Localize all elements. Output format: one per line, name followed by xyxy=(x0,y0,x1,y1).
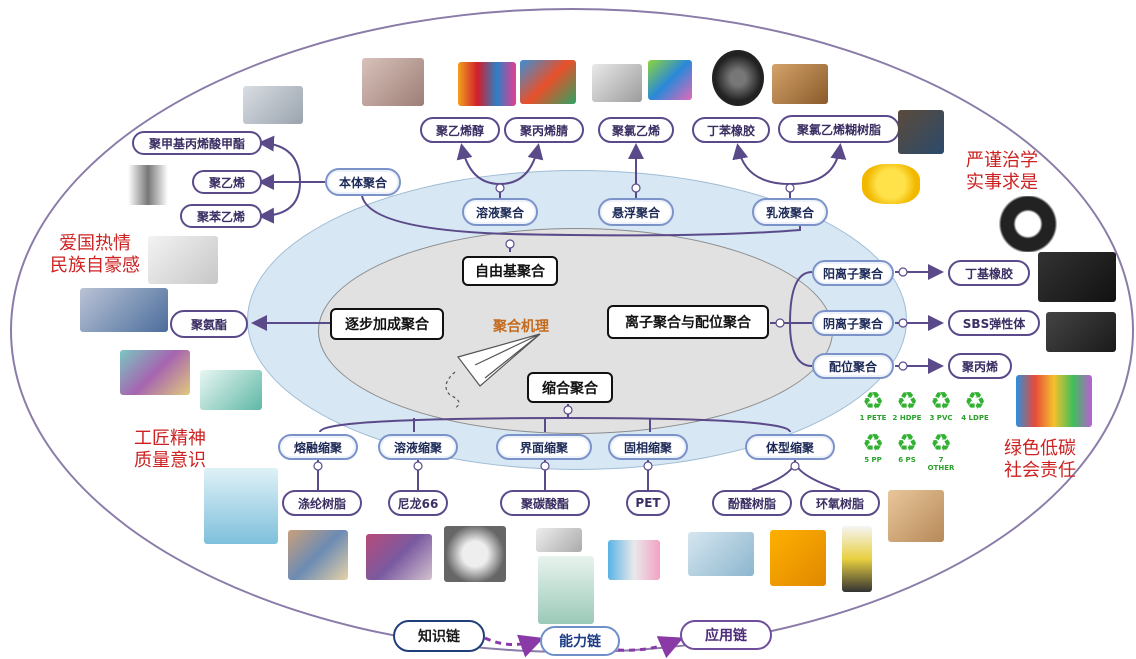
method-interfacial[interactable]: 界面缩聚 xyxy=(496,434,592,460)
epoxy-tube-image xyxy=(842,526,872,592)
product-iir[interactable]: 丁基橡胶 xyxy=(948,260,1030,286)
product-pva[interactable]: 聚乙烯醇 xyxy=(420,117,500,143)
recycle-label: 5 PP xyxy=(864,456,882,464)
free-radical-node[interactable]: 自由基聚合 xyxy=(462,256,558,286)
sbr-tire-image xyxy=(712,50,764,106)
epoxy-parts-image xyxy=(888,490,944,542)
product-pvc[interactable]: 聚氯乙烯 xyxy=(598,117,674,143)
pet-film-image xyxy=(608,540,660,580)
product-epoxy[interactable]: 环氧树脂 xyxy=(800,490,880,516)
recycle-icon: ♻ xyxy=(930,429,952,457)
value-green: 绿色低碳 社会责任 xyxy=(1004,438,1076,481)
recycle-icon: ♻ xyxy=(930,387,952,415)
recycle-label: 7 OTHER xyxy=(927,456,955,472)
value-rigor: 严谨治学 实事求是 xyxy=(966,150,1038,193)
method-cationic[interactable]: 阳离子聚合 xyxy=(812,260,894,286)
condensation-node[interactable]: 缩合聚合 xyxy=(527,372,613,403)
method-anionic[interactable]: 阴离子聚合 xyxy=(812,310,894,336)
recycle-code-5: ♻5 PP xyxy=(858,430,888,470)
method-solid-state[interactable]: 固相缩聚 xyxy=(608,434,688,460)
paper-plane-icon xyxy=(445,333,541,409)
product-pc[interactable]: 聚碳酸酯 xyxy=(500,490,590,516)
value-craftsmanship: 工匠精神 质量意识 xyxy=(134,428,206,471)
pan-yarn-image xyxy=(458,62,516,106)
product-nylon66[interactable]: 尼龙66 xyxy=(388,490,448,516)
pmma-sheet-image xyxy=(243,86,303,124)
recycle-label: 6 PS xyxy=(898,456,916,464)
recycle-icon: ♻ xyxy=(862,429,884,457)
product-pu[interactable]: 聚氨酯 xyxy=(170,310,248,338)
product-sbr[interactable]: 丁苯橡胶 xyxy=(692,117,770,143)
recycle-code-1: ♻1 PETE xyxy=(858,388,888,428)
method-bulk[interactable]: 本体聚合 xyxy=(325,168,401,196)
inner-tube-image xyxy=(988,196,1068,252)
method-solution[interactable]: 溶液聚合 xyxy=(462,198,538,226)
polyester-fabric-image xyxy=(288,530,348,580)
phenolic-panel-image xyxy=(770,530,826,586)
product-pan[interactable]: 聚丙烯腈 xyxy=(504,117,584,143)
recycle-code-6: ♻6 PS xyxy=(892,430,922,470)
product-pet[interactable]: PET xyxy=(626,490,670,516)
chain-application[interactable]: 应用链 xyxy=(680,620,772,650)
recycle-label: 3 PVC xyxy=(929,414,953,422)
sbr-sole-image xyxy=(772,64,828,104)
recycle-label: 4 LDPE xyxy=(961,414,989,422)
pu-foam-image xyxy=(80,288,168,332)
ps-foam-image xyxy=(148,236,218,284)
pp-cups-image xyxy=(1016,375,1092,427)
recycle-label: 1 PETE xyxy=(859,414,887,422)
pe-film-image xyxy=(128,165,168,205)
duck-toy-image xyxy=(862,164,920,204)
recycle-code-7: ♻7 OTHER xyxy=(926,429,956,472)
pvc-pipe-image xyxy=(592,64,642,102)
pva-fiber-image xyxy=(362,58,424,106)
pu-belt-image xyxy=(200,370,262,410)
chain-knowledge[interactable]: 知识链 xyxy=(393,620,485,652)
recycle-icon: ♻ xyxy=(896,387,918,415)
method-solution-poly[interactable]: 溶液缩聚 xyxy=(378,434,458,460)
rubber-roll-image xyxy=(1038,252,1116,302)
product-pp[interactable]: 聚丙烯 xyxy=(948,353,1012,379)
product-pvc-paste[interactable]: 聚氯乙烯糊树脂 xyxy=(778,115,900,143)
recycle-icon: ♻ xyxy=(896,429,918,457)
phenolic-board-image xyxy=(688,532,754,576)
pvc-toys-image xyxy=(648,60,692,100)
nylon-parts-image xyxy=(444,526,506,582)
method-suspension[interactable]: 悬浮聚合 xyxy=(598,198,674,226)
recycle-label: 2 HDPE xyxy=(892,414,922,422)
method-coordination[interactable]: 配位聚合 xyxy=(812,353,894,379)
pc-cup-image xyxy=(538,556,594,624)
method-emulsion[interactable]: 乳液聚合 xyxy=(752,198,828,226)
product-pmma[interactable]: 聚甲基丙烯酸甲酯 xyxy=(132,131,262,155)
product-sbs[interactable]: SBS弹性体 xyxy=(948,310,1040,336)
water-bottles-image xyxy=(204,468,278,544)
ionic-coordination-node[interactable]: 离子聚合与配位聚合 xyxy=(607,305,769,339)
pan-fabric-image xyxy=(520,60,576,104)
recycle-code-2: ♻2 HDPE xyxy=(892,388,922,428)
value-patriotism: 爱国热情 民族自豪感 xyxy=(50,233,140,276)
product-polyester[interactable]: 涤纶树脂 xyxy=(282,490,362,516)
center-title: 聚合机理 xyxy=(493,319,549,335)
recycle-icon: ♻ xyxy=(964,387,986,415)
product-phenolic[interactable]: 酚醛树脂 xyxy=(712,490,792,516)
stepwise-node[interactable]: 逐步加成聚合 xyxy=(330,308,444,340)
method-network[interactable]: 体型缩聚 xyxy=(745,434,835,460)
pvc-paste-image xyxy=(898,110,944,154)
sbs-sheet-image xyxy=(1046,312,1116,352)
recycle-icon: ♻ xyxy=(862,387,884,415)
pu-fabric-image xyxy=(120,350,190,395)
recycle-code-3: ♻3 PVC xyxy=(926,388,956,428)
nylon-yarn-image xyxy=(366,534,432,580)
product-ps[interactable]: 聚苯乙烯 xyxy=(180,204,262,228)
chain-ability[interactable]: 能力链 xyxy=(540,626,620,656)
method-melt[interactable]: 熔融缩聚 xyxy=(278,434,358,460)
pc-sheet-image xyxy=(536,528,582,552)
product-pe[interactable]: 聚乙烯 xyxy=(192,170,262,194)
recycle-code-4: ♻4 LDPE xyxy=(960,388,990,428)
